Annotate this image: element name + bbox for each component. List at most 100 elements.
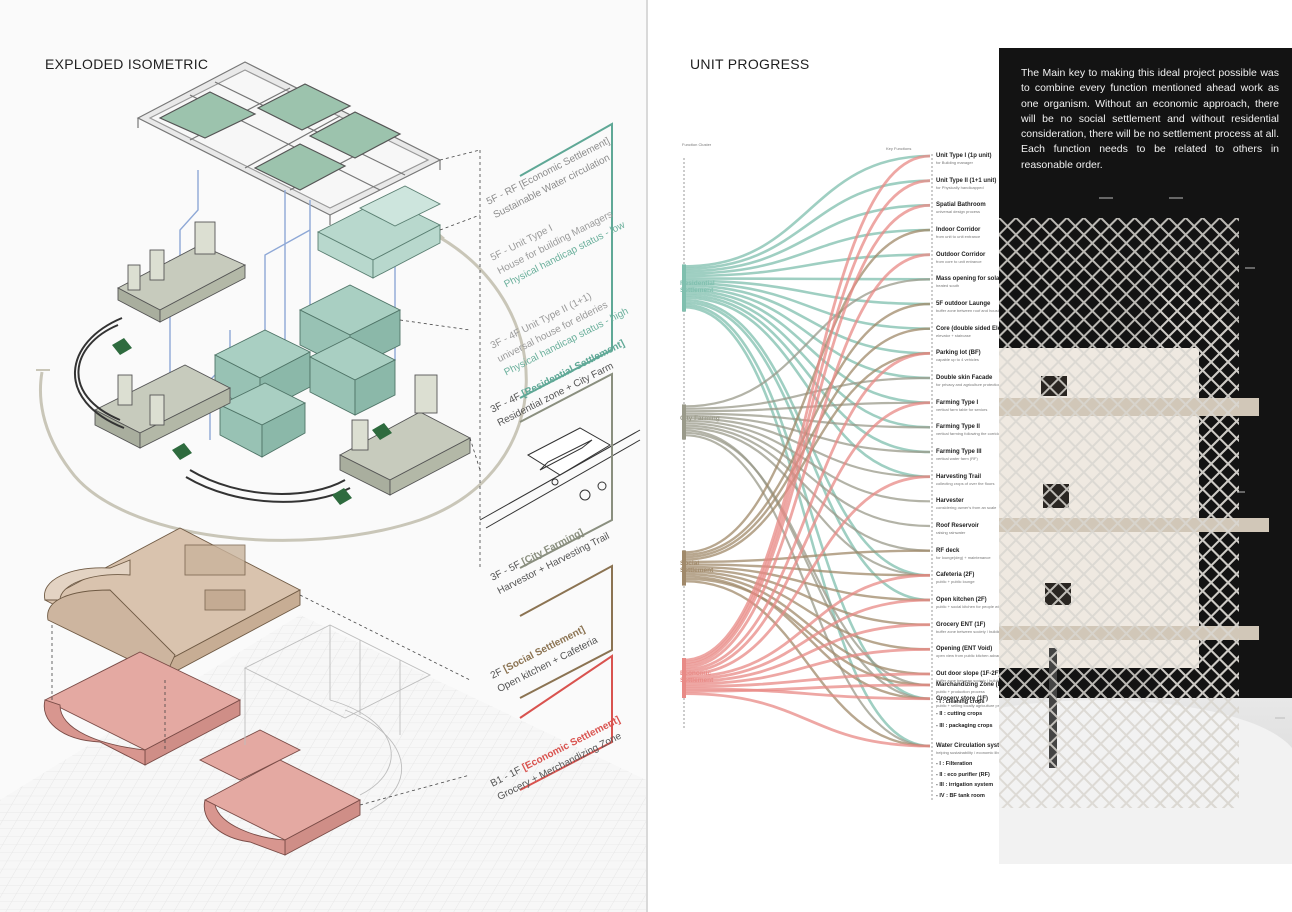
function-item-title: Mass opening for solar radi (936, 276, 1015, 283)
function-item-desc: vertical farm table for seniors (936, 406, 988, 412)
function-item: Opening (ENT Void)open view from public … (936, 646, 1037, 658)
sankey-link (683, 289, 931, 404)
sankey-link (683, 278, 931, 408)
function-item-title: Farming Type III (936, 449, 982, 455)
function-item: Grocery ENT (1F)buffer zone between soci… (936, 622, 1003, 634)
function-item-desc: public + public lounge (936, 579, 975, 585)
function-item: Core (double sided Elev.)elevator + stai… (936, 326, 1008, 338)
sankey-link (683, 426, 931, 577)
concept-paragraph: The Main key to making this ideal projec… (1021, 67, 1279, 171)
function-item-title: Unit Type I (1p unit) (936, 153, 992, 159)
residential-unit-blocks (214, 284, 402, 458)
sankey-flows (682, 154, 933, 800)
function-item-title: Out door slope (1F-2F) (936, 671, 1001, 677)
sankey-link (683, 683, 931, 693)
sankey-link (683, 154, 931, 662)
water-circulation-sub-item: - IV : BF tank room (936, 792, 985, 799)
sankey-link (683, 284, 931, 355)
water-circulation-sub-item: - II : eco purifier (RF) (936, 771, 990, 778)
ground-grid (0, 615, 646, 912)
function-item-desc: public + social kitchen for people with … (936, 604, 1050, 609)
function-item-desc: public + production process (936, 689, 985, 694)
sankey-header-right: Key Functions (886, 146, 912, 151)
sankey-link (683, 301, 931, 602)
sankey-link (683, 351, 931, 671)
category-node (682, 404, 686, 440)
function-item-desc: buffer zone between society / building (936, 678, 1003, 683)
category-label: Residential Settlement (680, 280, 715, 294)
sankey-link (683, 692, 931, 748)
model-photo-illustration (999, 48, 1292, 864)
function-item-title: 5F outdoor Launge (936, 301, 991, 307)
exploded-isometric-heading: EXPLODED ISOMETRIC (45, 56, 209, 72)
function-item-desc: vertical water farm (RF) (936, 456, 978, 461)
sankey-link (683, 647, 931, 686)
function-item-title: Grocery ENT (1F) (936, 621, 986, 628)
function-item-desc: open view from public kitchen advanced v… (936, 653, 1038, 659)
sankey-link (683, 580, 931, 748)
function-item-desc: capable up to 4 vehicles (936, 357, 979, 363)
function-item-title: Cafeteria (2F) (936, 572, 975, 579)
function-item-title: Harvesting Trail (936, 473, 982, 480)
function-item-desc: heated south (936, 283, 960, 289)
function-item-desc: from core to unit entrance (936, 258, 982, 264)
sankey-link (683, 575, 931, 700)
function-item-title: RF deck (936, 547, 960, 554)
sankey-link (683, 549, 931, 564)
function-item-title: Spatial Bathroom (936, 202, 986, 209)
category-node (682, 550, 686, 586)
sankey-link (683, 568, 931, 626)
isometric-drawing (0, 61, 646, 912)
sankey-link (683, 286, 931, 380)
sankey-link (683, 570, 931, 651)
sankey-link (683, 598, 931, 681)
function-item: Parking lot (BF)capable up to 4 vehicles (936, 350, 981, 362)
function-item-desc: raising rainwater (936, 530, 966, 535)
sankey-link (683, 417, 931, 478)
function-item-desc: elevator + staircase (936, 332, 971, 338)
function-item-title: Marchandizing Zone (BF-1F (936, 682, 1015, 688)
sankey-link (683, 204, 931, 273)
roof-frame (136, 61, 442, 225)
sankey-link (683, 572, 931, 676)
harvester-cart (112, 338, 132, 355)
function-item-title: Water Circulation system (936, 743, 1008, 749)
water-circulation-sub-item: - I : Filteration (936, 761, 973, 767)
water-circulation-sub-item: - III : irrigation system (936, 782, 994, 788)
function-item-desc: for lounge(deg) + maintenance (936, 554, 991, 560)
sankey-link (683, 475, 931, 676)
function-item-title: Opening (ENT Void) (936, 646, 993, 653)
sankey-link (683, 228, 931, 554)
category-label: Social Settlement (680, 560, 714, 574)
function-item-title: Indoor Corridor (936, 227, 981, 233)
function-item-desc: helping sustainability / economic libert… (936, 750, 1006, 755)
sankey-link (683, 577, 931, 687)
sankey-link (683, 179, 931, 664)
sankey-link (683, 179, 931, 271)
function-item: Unit Type II (1+1 unit)for Physically ha… (936, 178, 996, 190)
sankey-link (683, 424, 931, 552)
unit-progress-heading: UNIT PROGRESS (690, 56, 810, 72)
sankey-link (683, 281, 931, 330)
sankey-link (683, 687, 931, 701)
sankey-link (683, 565, 931, 602)
page-divider (646, 0, 648, 912)
function-item-desc: for Physically handicapped (936, 184, 984, 190)
function-item-title: Open kitchen (2F) (936, 597, 987, 603)
sankey-link (683, 296, 931, 478)
function-item-desc: public + selling locally agriculture pro… (936, 702, 1011, 708)
merchandizing-sub-item: - II : cutting crops (936, 711, 983, 717)
harvester-detail (479, 427, 641, 529)
function-item-title: Outdoor Corridor (936, 251, 986, 258)
function-item-title: Farming Type II (936, 424, 980, 431)
category-node (682, 658, 686, 698)
sankey-link (683, 563, 931, 577)
merchandizing-sub-item: - I : cleaning crops (936, 699, 985, 705)
